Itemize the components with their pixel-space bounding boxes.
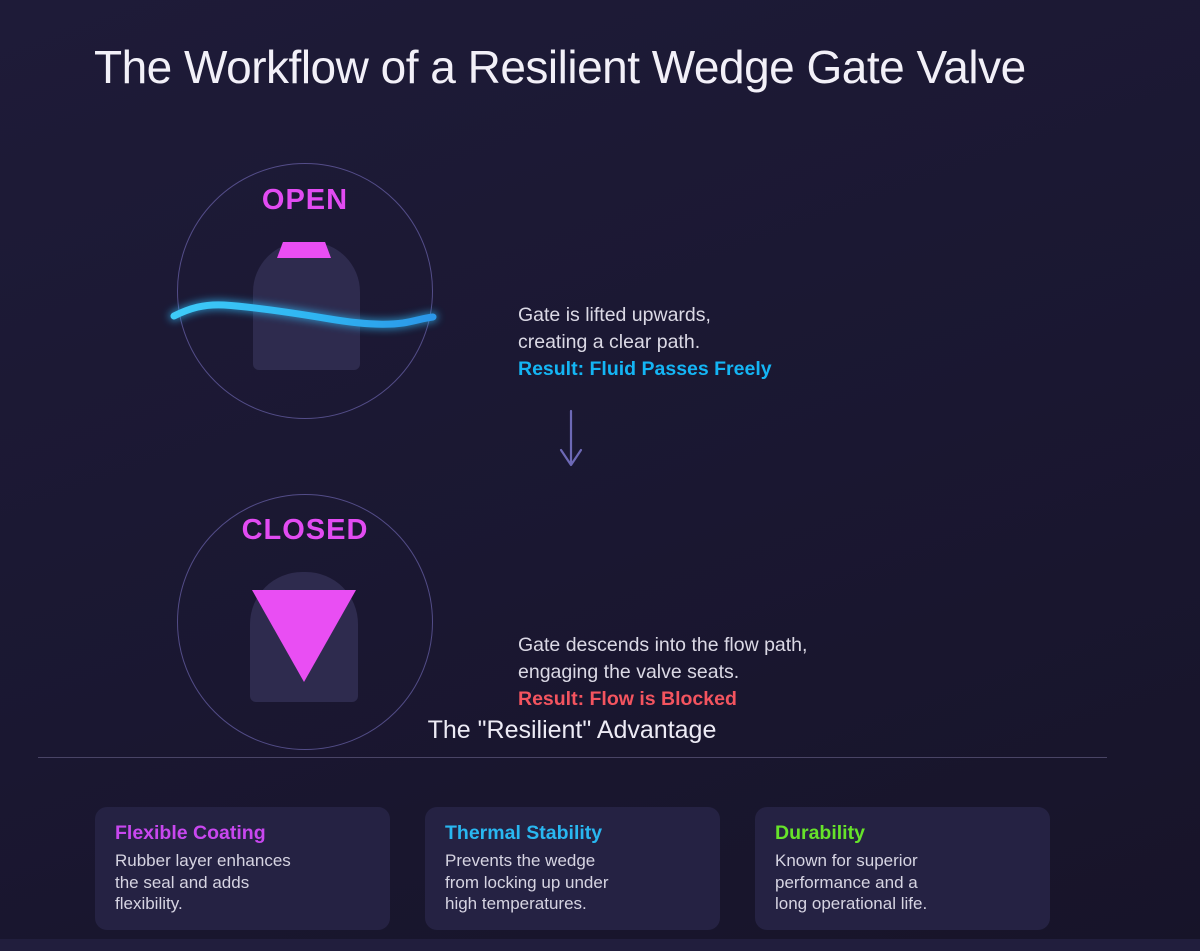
advantage-section-heading: The "Resilient" Advantage (427, 716, 717, 744)
card-text-line: high temperatures. (445, 894, 587, 913)
fluid-flow-wave-icon (169, 299, 438, 330)
open-state-description: Gate is lifted upwards, creating a clear… (518, 302, 772, 383)
advantage-card-thermal-stability: Thermal Stability Prevents the wedge fro… (425, 807, 720, 930)
open-desc-line-1: Gate is lifted upwards, (518, 304, 711, 326)
card-text-line: Prevents the wedge (445, 851, 596, 870)
open-state-label: OPEN (261, 184, 349, 216)
card-text-line: long operational life. (775, 894, 928, 913)
card-text-line: flexibility. (115, 894, 183, 913)
card-title: Durability (775, 822, 865, 844)
card-text-line: Rubber layer enhances (115, 851, 291, 870)
card-text-line: from locking up under (445, 872, 609, 892)
card-title: Thermal Stability (445, 822, 603, 844)
advantage-card-flexible-coating: Flexible Coating Rubber layer enhances t… (95, 807, 390, 930)
open-result-text: Result: Fluid Passes Freely (518, 358, 772, 380)
footer-strip (0, 939, 1200, 951)
raised-wedge-shape (277, 242, 331, 258)
section-divider (38, 757, 1107, 758)
open-desc-line-2: creating a clear path. (518, 331, 701, 353)
page-title: The Workflow of a Resilient Wedge Gate V… (94, 41, 1026, 93)
advantage-card-durability: Durability Known for superior performanc… (755, 807, 1050, 930)
card-text-line: performance and a (775, 872, 918, 892)
closed-desc-line-2: engaging the valve seats. (518, 661, 740, 683)
card-text-line: Known for superior (775, 851, 918, 870)
open-state-circle (177, 163, 433, 419)
closed-state-circle (177, 494, 433, 750)
closed-desc-line-1: Gate descends into the flow path, (518, 634, 808, 656)
card-text-line: the seal and adds (115, 872, 250, 892)
closed-state-label: CLOSED (241, 514, 369, 546)
card-title: Flexible Coating (115, 822, 266, 844)
closed-result-text: Result: Flow is Blocked (518, 688, 737, 710)
arrow-down-icon (559, 409, 583, 467)
closed-state-description: Gate descends into the flow path, engagi… (518, 632, 807, 713)
